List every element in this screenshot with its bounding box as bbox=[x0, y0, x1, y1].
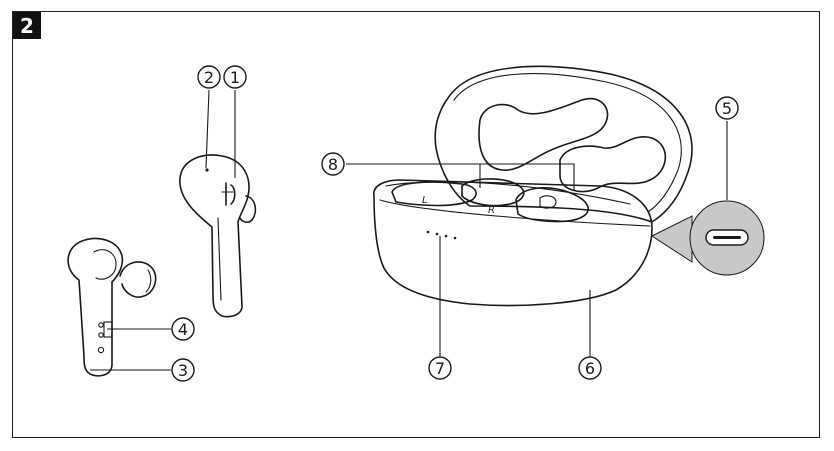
charging-case: L R bbox=[373, 65, 693, 307]
svg-text:2: 2 bbox=[204, 68, 214, 87]
callout-1: 1 bbox=[223, 65, 247, 89]
left-earbud-letter: L bbox=[422, 195, 428, 206]
usb-c-port-icon bbox=[705, 229, 749, 246]
callout-7: 7 bbox=[428, 356, 452, 380]
callout-8: 8 bbox=[321, 152, 345, 176]
usb-port-zoom bbox=[650, 200, 765, 276]
svg-text:4: 4 bbox=[178, 320, 188, 339]
callout-2: 2 bbox=[197, 65, 221, 89]
charging-contact-mid bbox=[98, 332, 104, 338]
earbud-side-view bbox=[67, 237, 157, 377]
svg-text:7: 7 bbox=[435, 359, 445, 378]
callout-4: 4 bbox=[171, 317, 195, 341]
brand-logo-icon bbox=[221, 182, 236, 206]
right-earbud-letter: R bbox=[488, 205, 495, 216]
svg-text:3: 3 bbox=[178, 361, 188, 380]
figure-number-badge: 2 bbox=[13, 12, 41, 39]
charging-contact-top bbox=[98, 322, 104, 328]
callout-5: 5 bbox=[715, 96, 739, 120]
svg-text:5: 5 bbox=[722, 99, 732, 118]
diagram-frame bbox=[12, 11, 820, 438]
callout-6: 6 bbox=[578, 356, 602, 380]
earbud-front-view bbox=[179, 154, 257, 318]
callout-3: 3 bbox=[171, 358, 195, 382]
charging-contact-bottom bbox=[97, 346, 105, 354]
svg-text:6: 6 bbox=[585, 359, 595, 378]
led-indicators bbox=[426, 230, 457, 240]
microphone-dot bbox=[205, 168, 209, 172]
svg-text:1: 1 bbox=[230, 68, 240, 87]
svg-text:8: 8 bbox=[328, 155, 338, 174]
